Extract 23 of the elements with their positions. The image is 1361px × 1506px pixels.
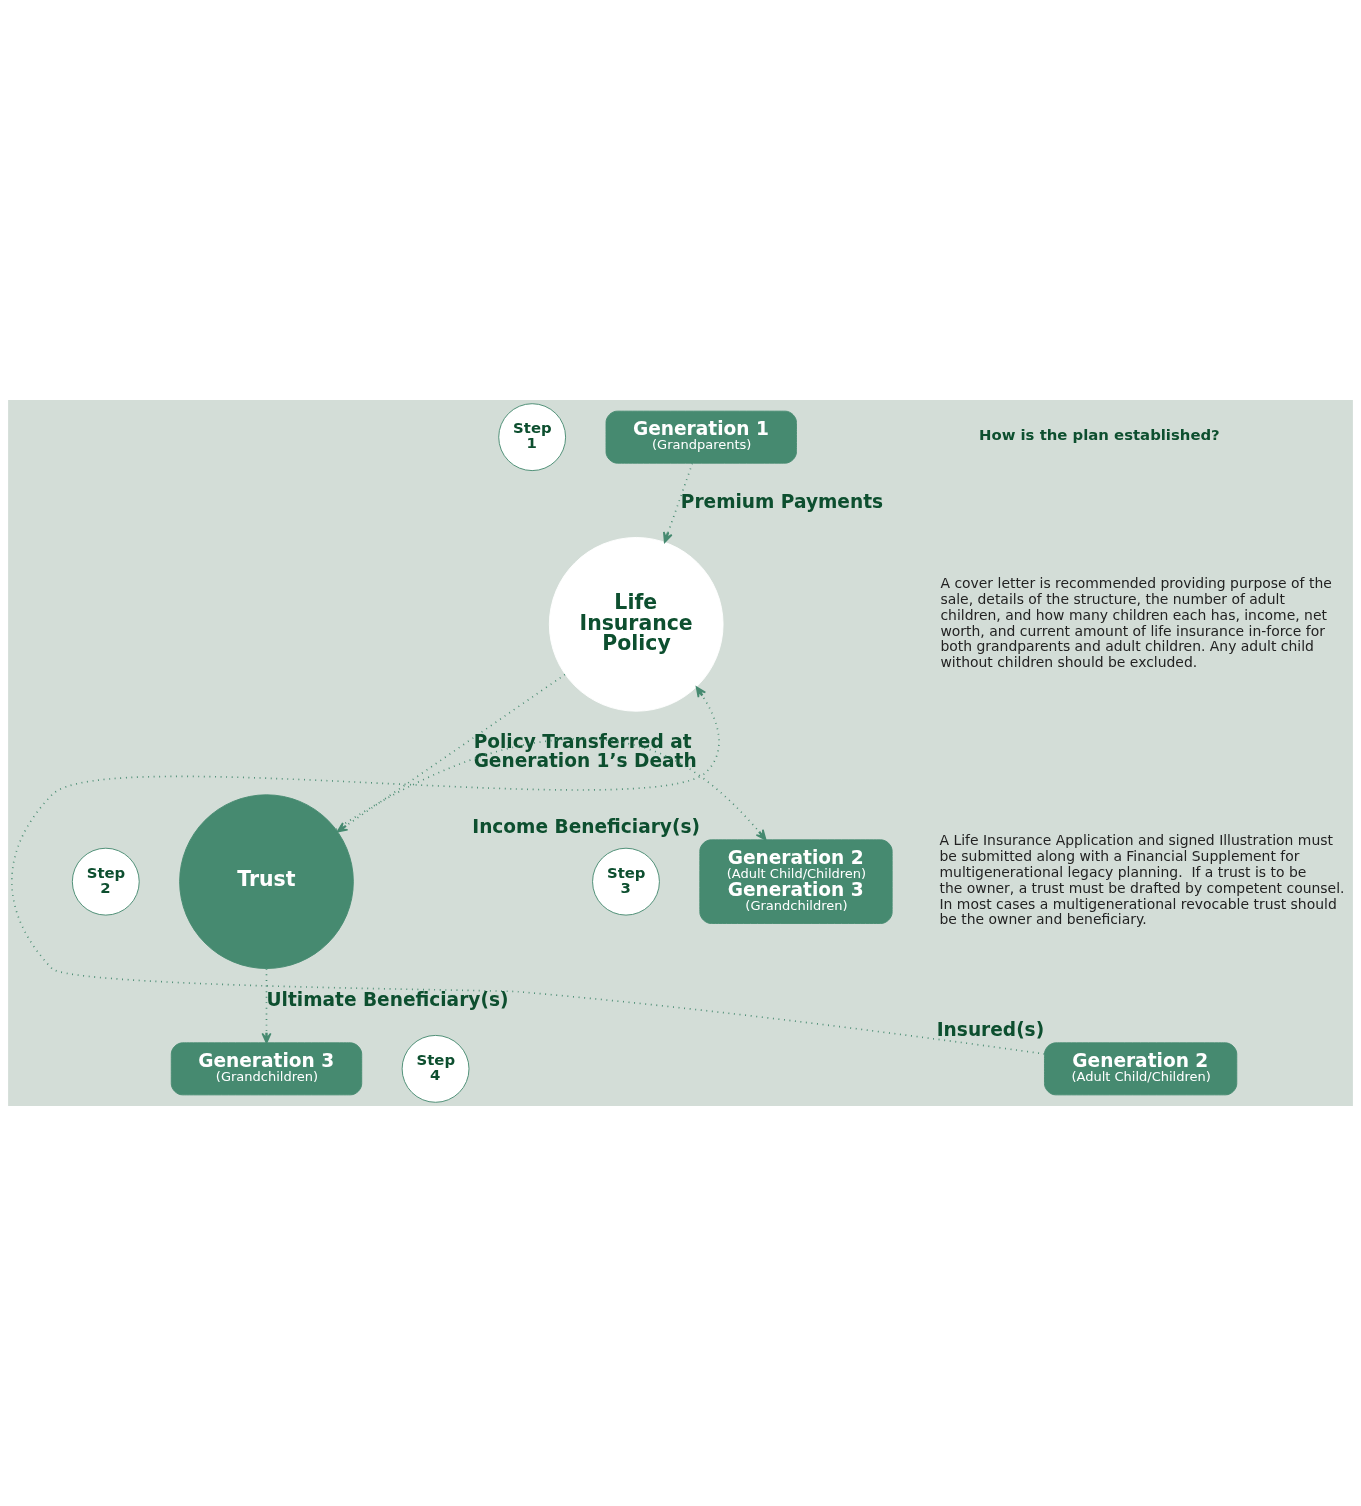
label: How is the plan established? [978,425,1220,444]
arrow [336,673,566,833]
edge-label: Ultimate Beneficiary(s) [266,988,509,1010]
node-circle: Step 2 [71,847,140,916]
node-circle: Step 1 [498,403,567,472]
node-label: Insured(s) [936,1019,1045,1041]
label: A cover letter is recommended providing purpose of the sale, details of the structure, the number of adult children, and how many children each has, income, net worth, and current amount of life insurance in-force for both grandparents and adult children. Any adult child without children should be excluded. [940,575,1332,671]
node-circle: Step 4 [401,1034,470,1103]
node-circle: Life Insurance Policy [548,537,724,712]
node-box: Generation 2 (Adult Child/Children) [1044,1042,1238,1096]
arrow [261,967,272,1044]
node-circle: Trust [179,794,354,969]
label: A Life Insurance Application and signed Illustration must be submitted along with a Financial Supplement for multigenerational legacy planning. If a trust is to be the owner, a trust must be drafted by competent counsel. In most cases a multigenerational revocable trust should be the owner and beneficiary. [939,832,1345,928]
node-label: Income Beneficiary(s) [472,816,700,838]
node-circle: Step 3 [592,847,660,916]
arrow [335,738,767,841]
arrow [11,686,1046,1055]
node-box: Generation 2 (Adult Child/Children) Generation 3 (Grandchildren) [699,839,893,924]
arrow [663,462,694,544]
edge-label: Premium Payments [680,490,884,512]
node-box: Generation 3 (Grandchildren) [170,1042,363,1096]
edge-label: Policy Transferred at Generation 1’s Death [473,731,697,771]
node-box: Generation 1 (Grandparents) [605,410,797,464]
